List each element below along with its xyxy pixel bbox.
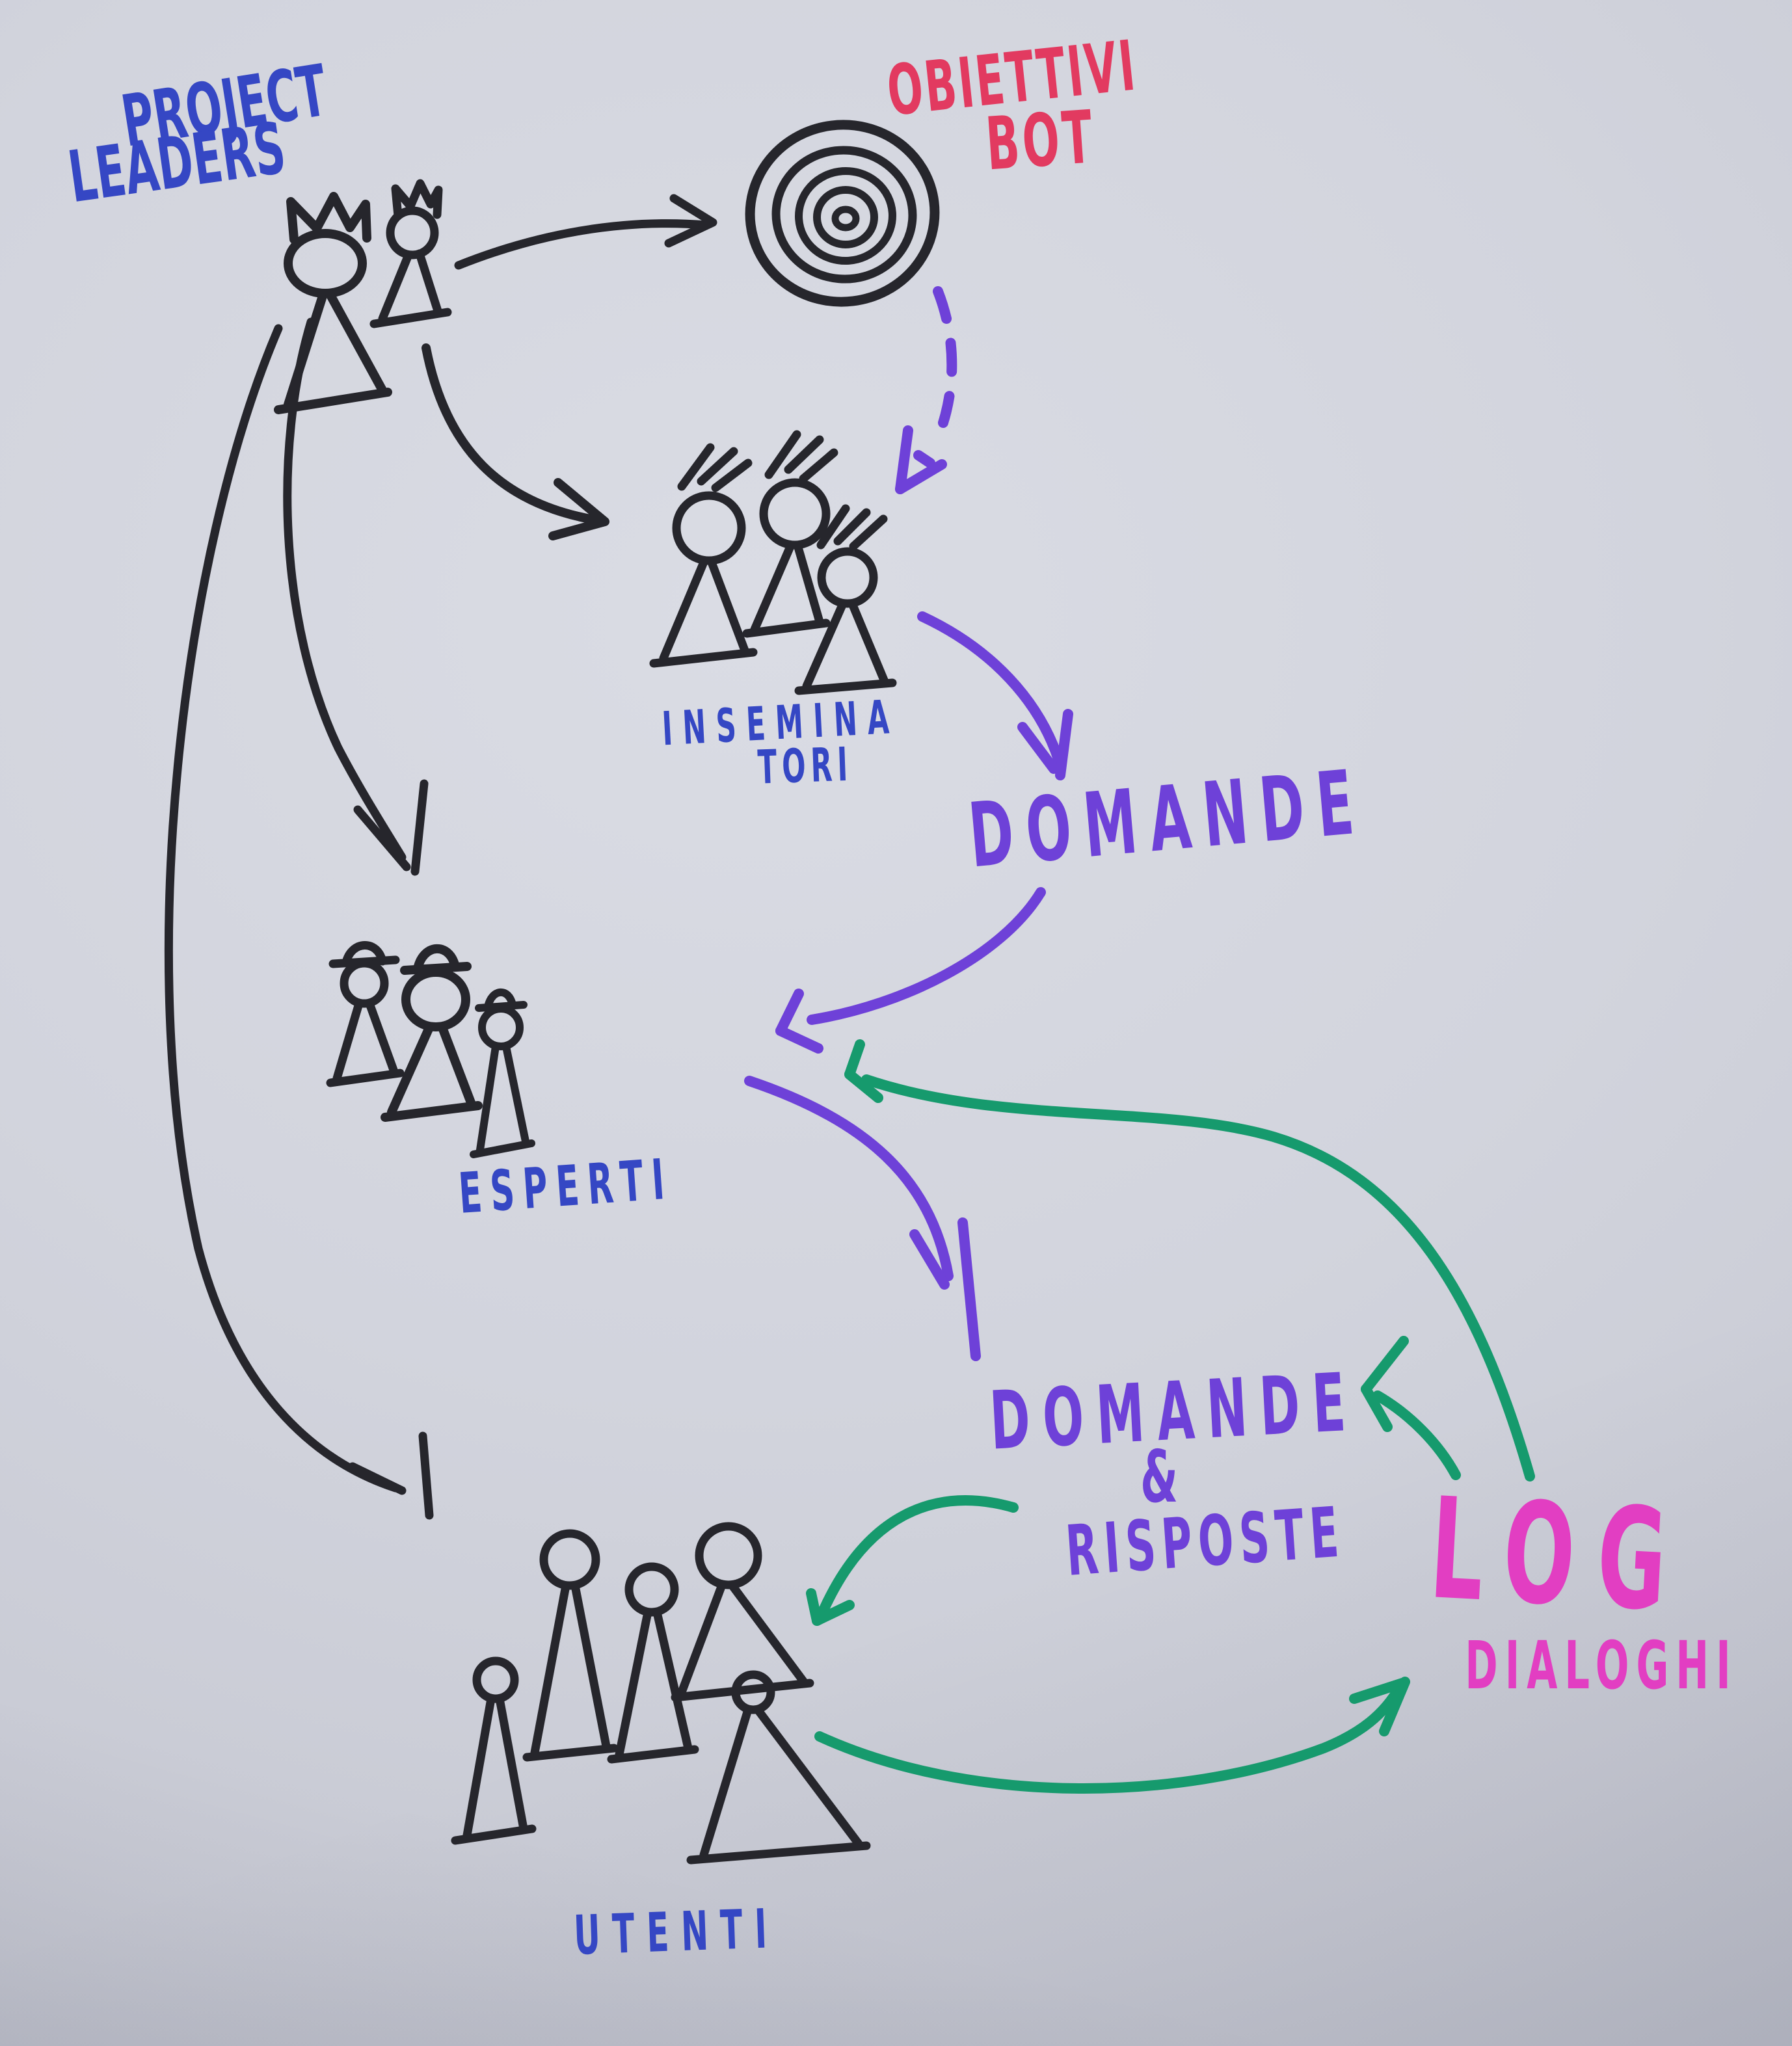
inseminatori-label-line2: TORI — [756, 737, 854, 795]
arrow-domande-risposte-to-utenti — [806, 1495, 1019, 1626]
user-figure-2 — [522, 1529, 619, 1762]
arrow-leaders-to-inseminatori — [421, 343, 609, 540]
arrow-leaders-to-esperti — [283, 317, 429, 876]
inseminator-figure-1 — [649, 443, 758, 668]
user-figure-3 — [607, 1562, 699, 1764]
obiettivi-bot-label-line2: BOT — [983, 95, 1099, 187]
inseminator-figure-2 — [742, 430, 838, 638]
arrow-bot-to-inseminatori-dashed — [895, 286, 957, 494]
expert-figure-2 — [381, 944, 483, 1122]
leader-figure-2 — [369, 179, 452, 328]
arrow-log-to-domande-risposte — [1361, 1336, 1461, 1480]
esperti-label: ESPERTI — [457, 1146, 675, 1227]
arrow-leaders-to-bot — [454, 194, 717, 270]
arrow-utenti-to-log — [814, 1677, 1410, 1794]
user-figure-5 — [686, 1670, 871, 1865]
user-figure-4 — [671, 1522, 814, 1702]
expert-figure-1 — [326, 941, 405, 1087]
arrow-leaders-to-utenti — [164, 324, 434, 1520]
dialoghi-label: DIALOGHI — [1465, 1628, 1738, 1705]
domande-risposte-label-line2: & — [1140, 1435, 1178, 1520]
domande-risposte-label-line3: RISPOSTE — [1063, 1492, 1348, 1592]
arrow-log-to-esperti — [844, 1039, 1535, 1481]
arrow-esperti-to-domande-risposte — [744, 1076, 981, 1361]
target-spiral-icon — [745, 120, 940, 307]
log-label: LOG — [1426, 1467, 1694, 1643]
arrow-domande-to-esperti — [775, 887, 1046, 1054]
user-figure-1 — [451, 1656, 537, 1845]
arrow-inseminatori-to-domande — [917, 611, 1073, 780]
utenti-label: UTENTI — [572, 1898, 781, 1968]
inseminator-figure-3 — [794, 504, 897, 695]
expert-figure-3 — [470, 988, 535, 1158]
